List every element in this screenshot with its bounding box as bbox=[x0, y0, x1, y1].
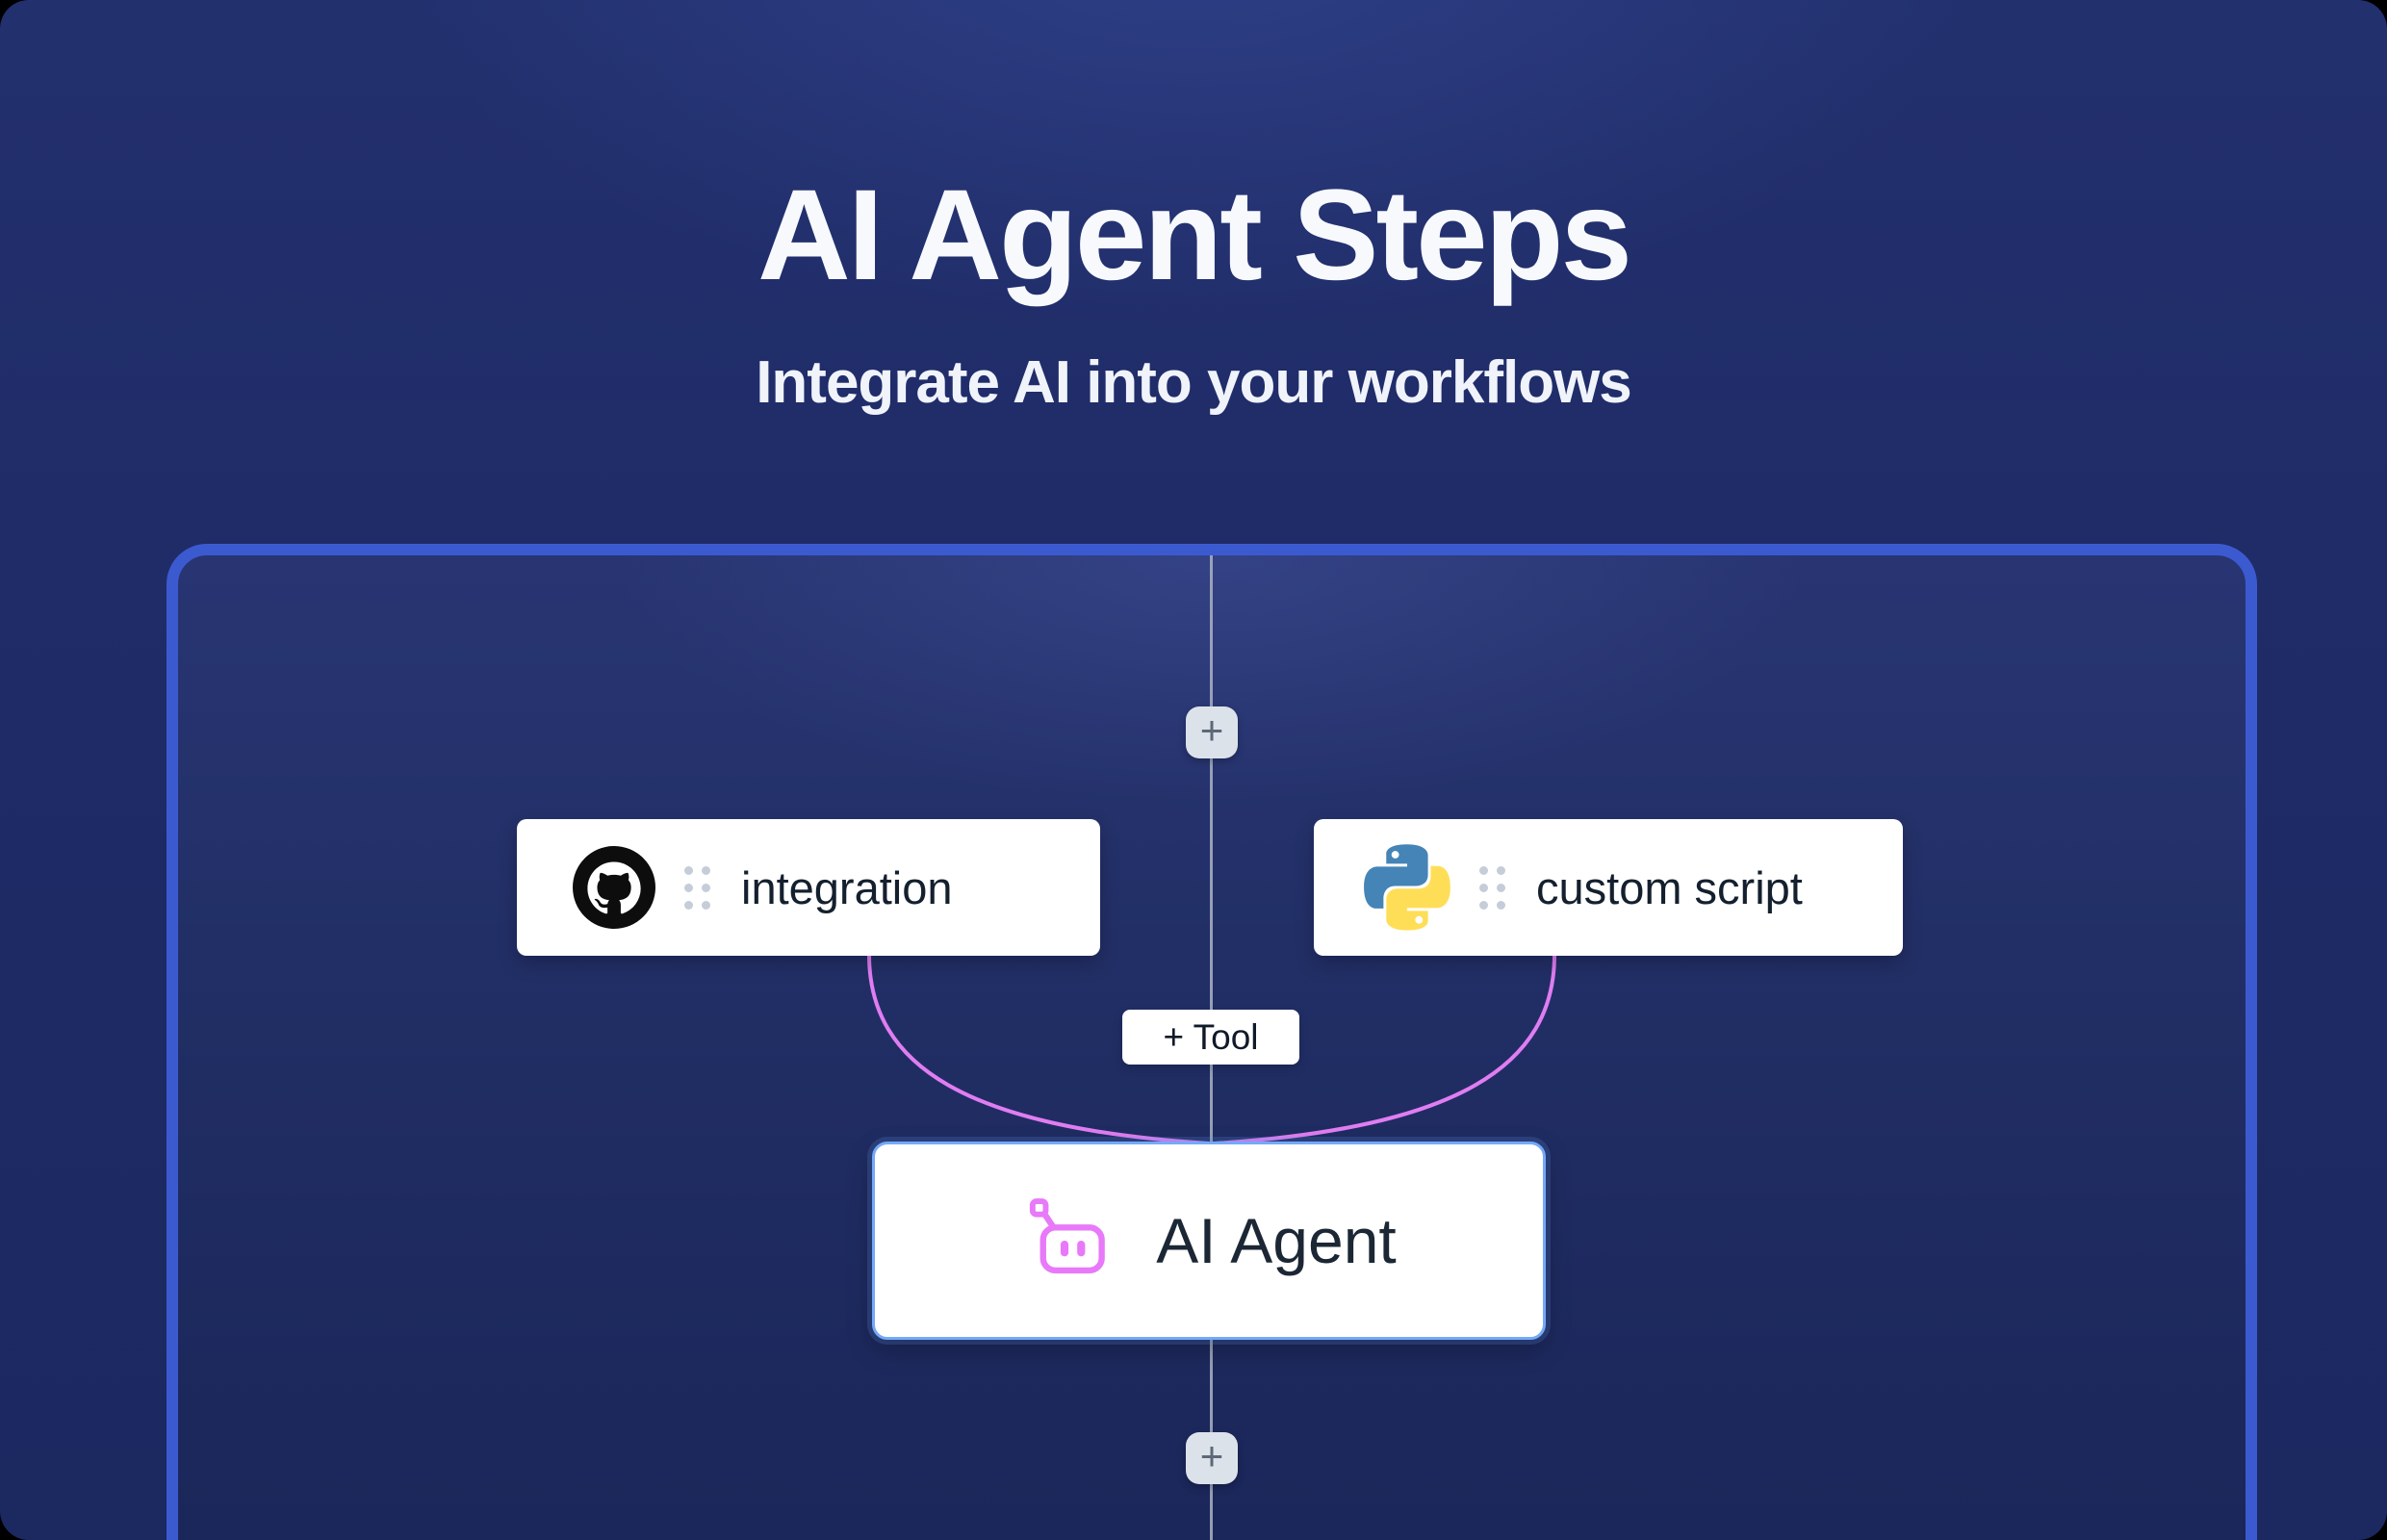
node-ai-agent[interactable]: AI Agent bbox=[872, 1142, 1546, 1340]
add-tool-button[interactable]: + Tool bbox=[1122, 1010, 1299, 1065]
node-label: custom script bbox=[1536, 861, 1803, 913]
plus-icon: + bbox=[1199, 707, 1224, 753]
page-subtitle: Integrate AI into your workflows bbox=[756, 349, 1632, 416]
python-icon bbox=[1364, 844, 1450, 931]
add-step-button-bottom[interactable]: + bbox=[1186, 1432, 1238, 1484]
node-integration[interactable]: integration bbox=[517, 819, 1100, 956]
page-title: AI Agent Steps bbox=[757, 164, 1632, 307]
robot-icon bbox=[1021, 1196, 1117, 1285]
drag-handle-icon[interactable] bbox=[684, 865, 710, 910]
node-custom-script[interactable]: custom script bbox=[1314, 819, 1903, 956]
plus-icon: + bbox=[1199, 1433, 1224, 1478]
node-label: integration bbox=[741, 861, 953, 913]
drag-handle-icon[interactable] bbox=[1479, 865, 1505, 910]
node-label: AI Agent bbox=[1156, 1205, 1397, 1276]
add-step-button-top[interactable]: + bbox=[1186, 706, 1238, 758]
github-icon bbox=[573, 846, 655, 929]
